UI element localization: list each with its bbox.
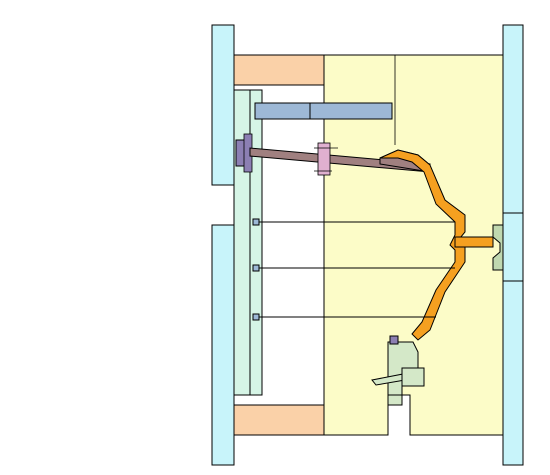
ejector-pin-1-head <box>252 218 260 226</box>
right-clamp-plate <box>502 24 524 466</box>
sprue-bushing <box>492 224 504 271</box>
return-pin-head <box>254 102 311 120</box>
right-clamp-plate-middle <box>502 212 524 282</box>
right-clamp-plate-lower <box>502 280 524 466</box>
left-clamp-plate <box>211 24 235 466</box>
top-spacer-block <box>233 54 325 86</box>
slider-heel <box>401 367 425 387</box>
ejector-pin-2-head <box>252 264 260 272</box>
sprue-runner <box>454 236 494 248</box>
return-pin-body <box>309 102 393 120</box>
slider-top-block <box>389 335 399 345</box>
slider-foot <box>387 394 403 406</box>
molded-part <box>379 149 494 341</box>
left-clamp-plate-upper <box>211 24 235 186</box>
slider-assembly <box>371 335 425 406</box>
ejector-pins <box>252 218 455 321</box>
molded-part-shell <box>379 149 466 341</box>
ejector-pin-3-head <box>252 313 260 321</box>
return-pin <box>254 102 393 120</box>
left-clamp-plate-lower <box>211 224 235 466</box>
bottom-spacer-block <box>233 404 325 436</box>
lifter-guide-block <box>317 142 331 176</box>
right-clamp-plate-upper <box>502 24 524 214</box>
